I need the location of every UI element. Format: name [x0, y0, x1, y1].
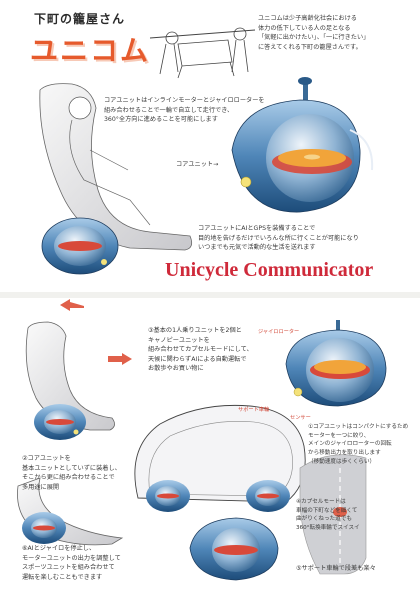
base-line: ②コアユニットを	[22, 455, 71, 462]
top-illustration	[39, 27, 374, 275]
capsule-line: 車幅の下町などを細くて	[296, 507, 358, 514]
combo-line: キャノピーユニットを	[148, 336, 210, 344]
intro-line: ユニコムは少子高齢化社会における	[258, 15, 357, 22]
compact-line: ①コアユニットはコンパクトにするため	[308, 424, 409, 430]
sport-line: モーターユニットの出力を調整して	[22, 554, 121, 562]
small-core-wheel	[41, 217, 119, 275]
sensor-label: センサー	[290, 415, 311, 421]
compact-line: から移動出力を取り出します	[308, 449, 381, 456]
core-line: コアユニットはインラインモーターとジャイロローターを	[104, 97, 265, 104]
sport-line: スポーツユニットを組み合わせて	[22, 564, 115, 572]
combo-line: 天候に関わらずAIによる自動運転で	[148, 355, 247, 363]
core-unit-label: コアユニット→	[176, 161, 219, 168]
compact-line: メインのジャイロローターの回転	[308, 441, 392, 448]
support-wheel-label: サポート車輪	[238, 407, 270, 413]
product-banner: Unicycle Communicator	[165, 259, 374, 281]
capsule-mode-drawing	[134, 404, 306, 512]
intro-line: 「気軽に出かけたい」、「一に行きたい」	[258, 34, 370, 42]
ai-line: コアユニットにAIとGPSを装備することで	[198, 225, 316, 232]
intro-line: に答えてくれる下町の籠屋さんです。	[258, 43, 362, 51]
sport-unit-drawing	[17, 477, 124, 546]
sport-line: ⑥AIとジャイロを停止し、	[22, 545, 96, 552]
direction-arrows	[60, 299, 132, 365]
brochure-title: ユニコム	[30, 34, 151, 67]
road-curve	[299, 454, 367, 575]
gyro-rotor-label: ジャイロローター	[258, 329, 300, 335]
brochure-subtitle: 下町の籠屋さん	[34, 12, 126, 26]
bottom-panel: ③基本の1人乗りユニットを2個と キャノピーユニットを 組み合わせてカプセルモー…	[0, 298, 420, 594]
compact-description: ①コアユニットはコンパクトにするため モーターを一つに絞り、 メインのジャイロロ…	[308, 423, 408, 466]
ai-line: いつまでも元気で活動的な生活を送れます	[198, 244, 316, 252]
sport-description: ⑥AIとジャイロを停止し、 モーターユニットの出力を調整して スポーツユニットを…	[22, 544, 121, 582]
base-line: 多用途に展開	[22, 483, 60, 491]
core-unit-drawing	[231, 77, 374, 213]
ai-line: 目的地を告げるだけでいろんな所に行くことが可能になり	[198, 234, 359, 242]
page-divider	[0, 292, 420, 298]
compact-line: （移動速度は歩くくらい）	[308, 458, 376, 465]
core-line: 360°全方向に進めることを可能にします	[104, 116, 218, 124]
base-line: そこから更に組み合わせることで	[22, 474, 115, 482]
capsule-line: ④カプセルモードは	[296, 499, 346, 505]
support-wheel-note: ⑤サポート車輪で段差も楽々	[296, 565, 376, 572]
single-seat-drawing	[25, 321, 115, 440]
intro-line: 体力の低下している人の足となる	[258, 24, 351, 32]
base-unit-description: ②コアユニットを 基本ユニットとしていずに装着し、 そこから更に組み合わせること…	[22, 454, 121, 492]
ai-description: コアユニットにAIとGPSを装備することで 目的地を告げるだけでいろんな所に行く…	[198, 224, 359, 253]
bottom-illustration	[17, 299, 387, 581]
top-panel: 下町の籠屋さん ユニコム ユニコムは少子高齢化社会における 体力の低下している人…	[0, 0, 420, 292]
support-wheel-drawing	[189, 517, 279, 581]
core-line: 組み合わせることで一輪で自立して走行でき、	[104, 106, 234, 114]
capsule-line: 360°転換車輪でスイスイ	[296, 524, 360, 531]
combination-description: ③基本の1人乗りユニットを2個と キャノピーユニットを 組み合わせてカプセルモー…	[148, 326, 253, 374]
compact-line: モーターを一つに絞り、	[308, 432, 370, 439]
porter-sketch	[149, 27, 256, 79]
sport-line: 運転を楽しむこともできます	[22, 573, 103, 581]
combo-line: お散歩やお買い物に	[148, 365, 204, 373]
intro-text: ユニコムは少子高齢化社会における 体力の低下している人の足となる 「気軽に出かけ…	[258, 14, 369, 52]
core-description: コアユニットはインラインモーターとジャイロローターを 組み合わせることで一輪で自…	[104, 96, 265, 125]
capsule-line: 曲がりくねった道でも	[296, 516, 352, 523]
capsule-description: ④カプセルモードは 車幅の下町などを細くて 曲がりくねった道でも 360°転換車…	[296, 498, 360, 533]
combo-line: 組み合わせてカプセルモードにして、	[148, 346, 253, 354]
core-sphere-drawing	[285, 320, 387, 407]
seat-shell-drawing	[39, 83, 193, 251]
combo-line: ③基本の1人乗りユニットを2個と	[148, 327, 242, 334]
base-line: 基本ユニットとしていずに装着し、	[22, 464, 121, 472]
